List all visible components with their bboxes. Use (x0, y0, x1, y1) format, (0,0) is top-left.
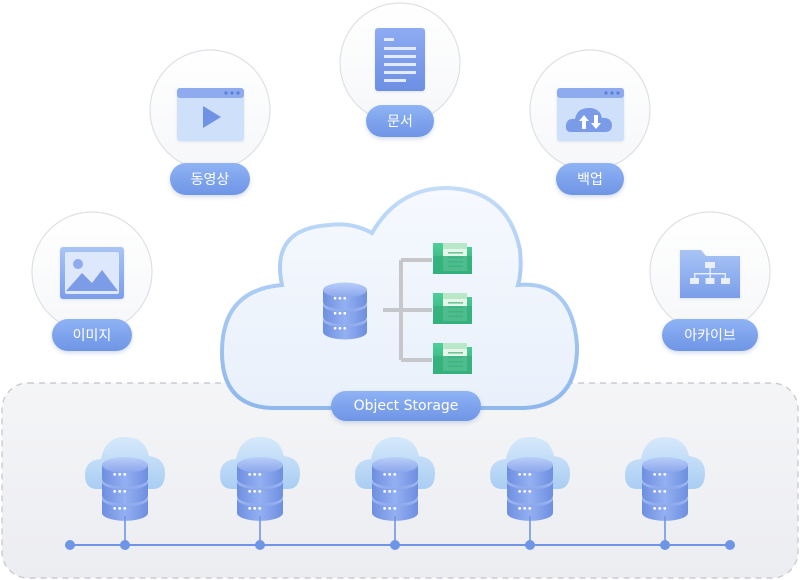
file-object-icon (433, 243, 472, 274)
cloud-server-node (625, 437, 705, 545)
file-object-icon (433, 343, 472, 374)
cloud-server-node (355, 437, 435, 545)
cloud-server-node (85, 437, 165, 545)
network-junction (255, 540, 265, 550)
cloud-server-node (220, 437, 300, 545)
archive-folder-icon (680, 250, 740, 298)
category-image (31, 211, 153, 333)
network-bus (65, 540, 735, 550)
document-icon (375, 28, 425, 91)
category-label-image: 이미지 (52, 319, 132, 351)
object-storage-label: Object Storage (331, 391, 481, 421)
cloud-backup-icon (557, 88, 624, 141)
category-document (339, 2, 461, 124)
category-label-archive: 아카이브 (662, 319, 758, 351)
network-junction (525, 540, 535, 550)
network-junction (390, 540, 400, 550)
category-label-video: 동영상 (170, 163, 250, 195)
network-junction (120, 540, 130, 550)
network-junction (660, 540, 670, 550)
storage-database-icon (323, 282, 367, 340)
storage-connector (383, 258, 432, 362)
category-archive (649, 211, 771, 333)
category-label-document: 문서 (366, 105, 434, 137)
cloud-server-node (490, 437, 570, 545)
video-player-icon (177, 88, 244, 141)
category-backup (529, 49, 651, 171)
category-video (149, 49, 271, 171)
file-object-icon (433, 293, 472, 324)
image-icon (60, 247, 124, 299)
category-label-backup: 백업 (556, 163, 624, 195)
network-junction (65, 540, 75, 550)
network-junction (725, 540, 735, 550)
